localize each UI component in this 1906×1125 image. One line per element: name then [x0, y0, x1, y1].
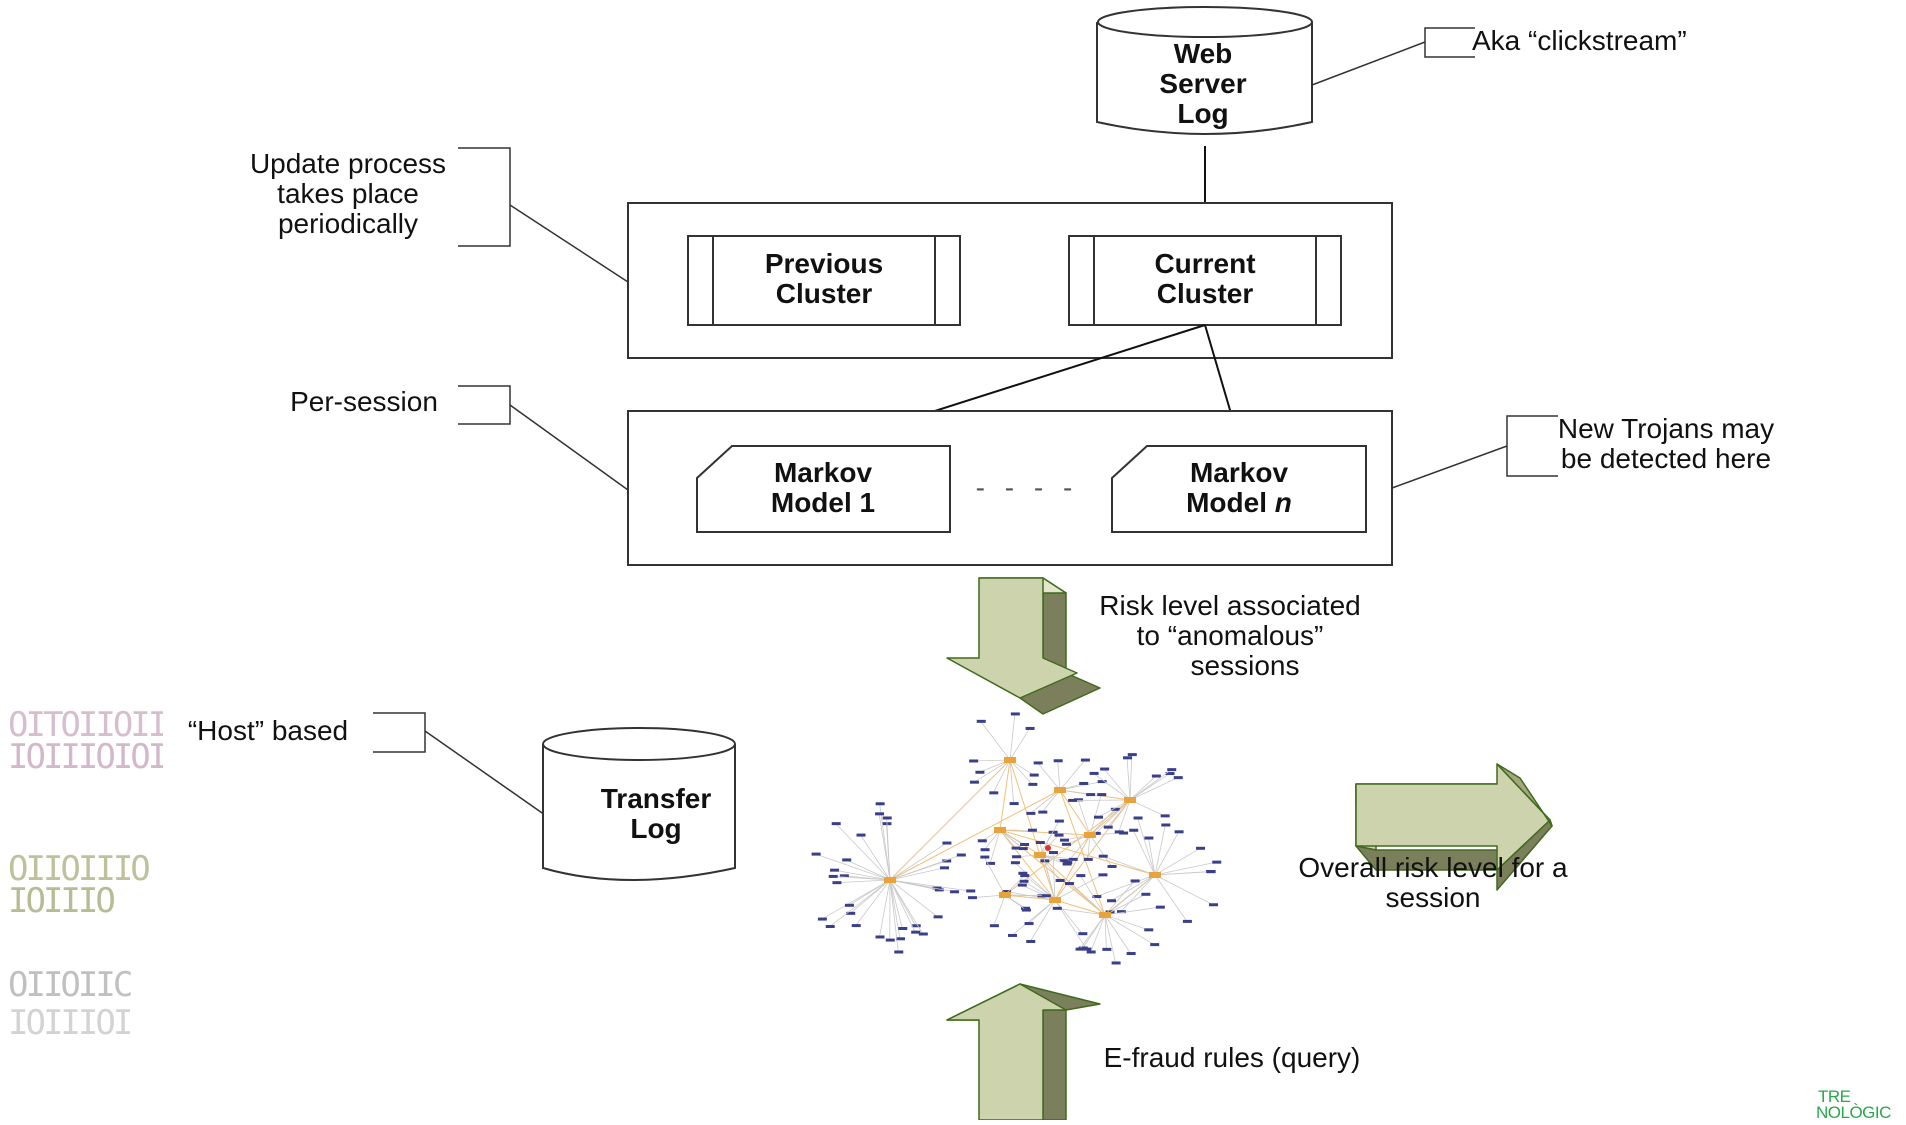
binary-decor-row-5: OIIOIIC: [8, 970, 163, 1000]
current-cluster-line1: Current: [1154, 248, 1255, 279]
per-session-label: Per-session: [290, 386, 438, 417]
risk-level-line2: to “anomalous”: [1137, 620, 1324, 651]
per-session-annotation: Per-session: [290, 386, 628, 490]
web-server-log-line3: Log: [1177, 98, 1228, 129]
transfer-log-cylinder: Transfer Log: [543, 728, 735, 880]
transfer-log-line1: Transfer: [601, 783, 712, 814]
previous-cluster-line2: Cluster: [776, 278, 873, 309]
markov-model-n-line1: Markov: [1190, 457, 1288, 488]
risk-level-line3: sessions: [1191, 650, 1300, 681]
overall-risk-annotation: Overall risk level for a session: [1298, 852, 1568, 913]
markov-ellipsis: - - - -: [976, 472, 1079, 503]
host-based-annotation: “Host” based: [188, 713, 545, 815]
logo-line2: NOLÒGIC: [1816, 1103, 1891, 1120]
host-based-label: “Host” based: [188, 715, 348, 746]
new-trojans-annotation: New Trojans may be detected here: [1392, 413, 1774, 488]
clickstream-label: Aka “clickstream”: [1472, 25, 1687, 56]
update-process-line3: periodically: [278, 208, 418, 239]
binary-decor-row-3: OIIOIIIO: [8, 854, 163, 884]
logo-fragment: TRE NOLÒGIC: [1816, 1087, 1891, 1120]
risk-level-annotation: Risk level associated to “anomalous” ses…: [1099, 590, 1360, 681]
efraud-up-arrow: [947, 984, 1100, 1120]
markov-model-n-card: Markov Model n: [1112, 446, 1366, 532]
previous-cluster-line1: Previous: [765, 248, 883, 279]
binary-decor-row-4: IOIIIO: [8, 886, 163, 916]
new-trojans-line2: be detected here: [1561, 443, 1771, 474]
clickstream-annotation: Aka “clickstream”: [1312, 25, 1687, 85]
efraud-rules-label: E-fraud rules (query): [1104, 1042, 1361, 1073]
markov-model-1-line1: Markov: [774, 457, 872, 488]
web-server-log-line2: Server: [1159, 68, 1246, 99]
markov-model-1-card: Markov Model 1: [697, 446, 950, 532]
overall-risk-line2: session: [1386, 882, 1481, 913]
current-cluster-line2: Cluster: [1157, 278, 1254, 309]
update-process-line1: Update process: [250, 148, 446, 179]
network-graph-illustration: [812, 712, 1222, 964]
previous-cluster-box: Previous Cluster: [688, 236, 960, 325]
web-server-log-line1: Web: [1174, 38, 1233, 69]
new-trojans-line1: New Trojans may: [1558, 413, 1774, 444]
risk-level-line1: Risk level associated: [1099, 590, 1360, 621]
update-process-annotation: Update process takes place periodically: [250, 148, 628, 282]
risk-level-down-arrow: [947, 578, 1100, 714]
current-cluster-box: Current Cluster: [1069, 236, 1341, 325]
markov-model-1-line2: Model 1: [771, 487, 875, 518]
overall-risk-line1: Overall risk level for a: [1298, 852, 1568, 883]
web-server-log-cylinder: Web Server Log: [1097, 7, 1312, 134]
transfer-log-line2: Log: [630, 813, 681, 844]
update-process-line2: takes place: [277, 178, 419, 209]
binary-decor-row-2: IOIIIOIOIIC: [8, 742, 163, 772]
binary-decor-row-6: IOIIIOI: [8, 1008, 163, 1038]
markov-model-n-line2: Model n: [1186, 487, 1292, 518]
